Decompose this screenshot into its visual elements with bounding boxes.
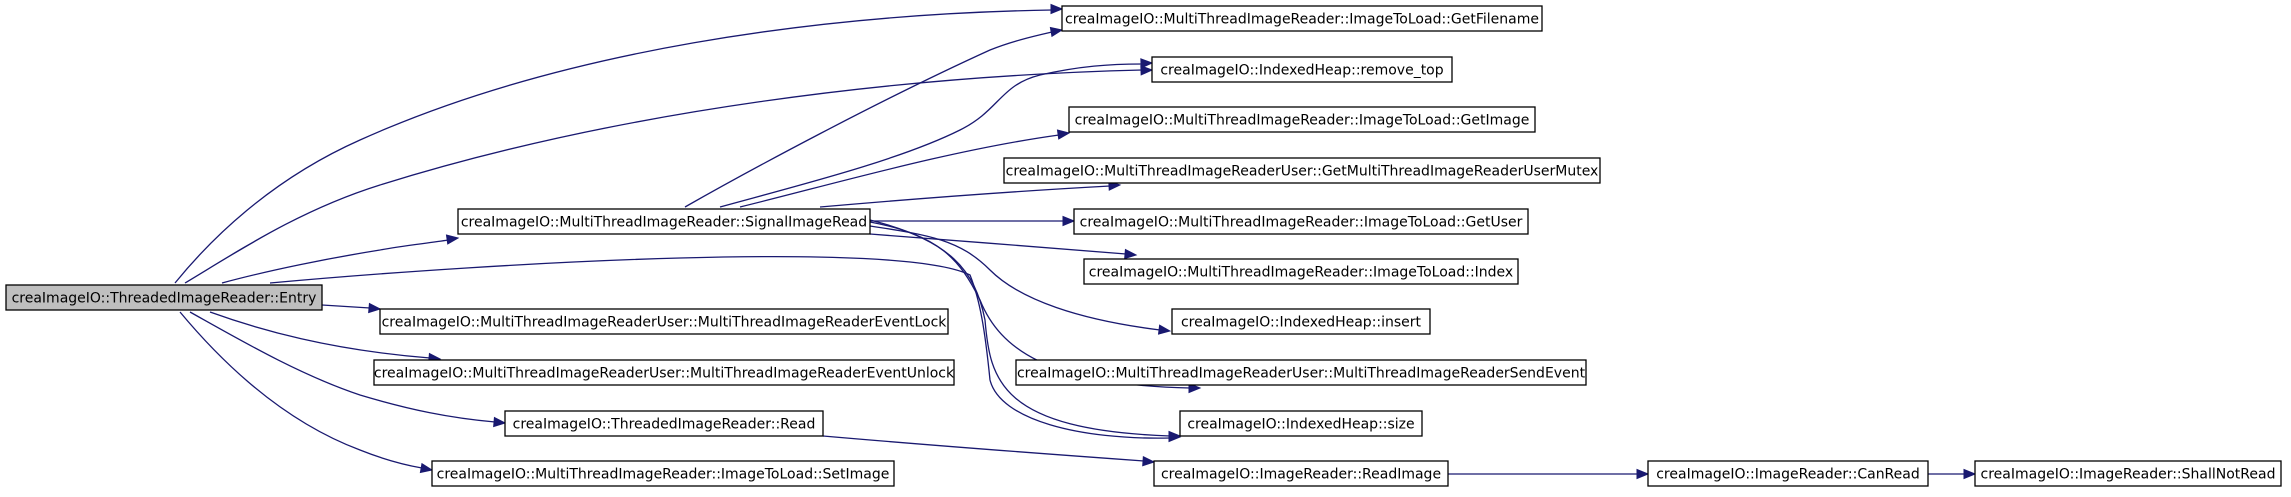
node-index[interactable]: creaImageIO::MultiThreadImageReader::Ima… <box>1083 258 1519 285</box>
edge-signal-to-insert <box>869 225 1172 335</box>
node-size-label: creaImageIO::IndexedHeap::size <box>1187 417 1414 433</box>
edge-arrowhead <box>445 234 460 245</box>
edge-line <box>189 311 496 423</box>
node-canread[interactable]: creaImageIO::ImageReader::CanRead <box>1647 460 1929 487</box>
edge-signal-to-index <box>869 233 1138 260</box>
node-getmutex-label: creaImageIO::MultiThreadImageReaderUser:… <box>1006 164 1599 180</box>
edge-arrowhead <box>368 302 382 314</box>
node-unlock[interactable]: creaImageIO::MultiThreadImageReaderUser:… <box>373 359 955 386</box>
edge-line <box>209 311 431 359</box>
node-getimage[interactable]: creaImageIO::MultiThreadImageReader::Ima… <box>1068 106 1536 133</box>
edge-arrowhead <box>1062 215 1076 227</box>
node-shallnotread-label: creaImageIO::ImageReader::ShallNotRead <box>1981 467 2276 483</box>
node-insert[interactable]: creaImageIO::IndexedHeap::insert <box>1171 308 1431 335</box>
node-readimage[interactable]: creaImageIO::ImageReader::ReadImage <box>1153 460 1449 487</box>
node-shallnotread[interactable]: creaImageIO::ImageReader::ShallNotRead <box>1974 460 2282 487</box>
edge-line <box>184 69 1143 284</box>
node-signal[interactable]: creaImageIO::MultiThreadImageReader::Sig… <box>457 208 871 235</box>
node-size[interactable]: creaImageIO::IndexedHeap::size <box>1179 410 1423 437</box>
edge-signal-to-removetop <box>719 58 1154 208</box>
node-lock-label: creaImageIO::MultiThreadImageReaderUser:… <box>382 315 948 331</box>
edge-signal-to-getfilename <box>684 26 1064 208</box>
node-getuser-label: creaImageIO::MultiThreadImageReader::Ima… <box>1080 215 1523 231</box>
edge-readimage-to-canread <box>1448 468 1650 480</box>
edge-line <box>869 233 1127 255</box>
edge-line <box>822 435 1145 462</box>
edge-arrowhead <box>493 416 507 428</box>
edge-arrowhead <box>1140 65 1154 76</box>
node-getuser[interactable]: creaImageIO::MultiThreadImageReader::Ima… <box>1073 208 1529 235</box>
edge-arrowhead <box>1140 58 1154 69</box>
node-unlock-label: creaImageIO::MultiThreadImageReaderUser:… <box>374 366 955 382</box>
node-removetop-label: creaImageIO::IndexedHeap::remove_top <box>1160 63 1443 79</box>
node-getmutex[interactable]: creaImageIO::MultiThreadImageReaderUser:… <box>1003 157 1601 184</box>
node-setimage[interactable]: creaImageIO::MultiThreadImageReader::Ima… <box>431 460 895 487</box>
node-sendevent[interactable]: creaImageIO::MultiThreadImageReaderUser:… <box>1015 359 1587 386</box>
edge-signal-to-getmutex <box>819 180 1122 208</box>
node-readimage-label: creaImageIO::ImageReader::ReadImage <box>1161 467 1441 483</box>
edge-entry-to-setimage <box>179 311 434 474</box>
nodes-layer: creaImageIO::ThreadedImageReader::Entry … <box>5 5 2282 487</box>
edge-line <box>869 225 1161 331</box>
edge-line <box>269 255 1171 439</box>
edge-line <box>179 311 423 469</box>
node-entry[interactable]: creaImageIO::ThreadedImageReader::Entry <box>5 284 323 311</box>
edge-arrowhead <box>1188 382 1202 394</box>
edge-arrowhead <box>1049 26 1064 38</box>
edge-arrowhead <box>1963 468 1977 480</box>
edge-line <box>174 9 1053 284</box>
edge-arrowhead <box>1056 129 1071 140</box>
edge-tread-to-readimage <box>822 435 1156 467</box>
edges-layer <box>174 3 1977 480</box>
edge-arrowhead <box>1168 430 1182 442</box>
node-getimage-label: creaImageIO::MultiThreadImageReader::Ima… <box>1075 113 1530 129</box>
edge-line <box>221 239 449 284</box>
edge-arrowhead <box>1157 324 1172 335</box>
edge-arrowhead <box>1142 455 1156 467</box>
node-lock[interactable]: creaImageIO::MultiThreadImageReaderUser:… <box>379 308 949 335</box>
node-getfilename-label: creaImageIO::MultiThreadImageReader::Ima… <box>1065 12 1539 28</box>
node-signal-label: creaImageIO::MultiThreadImageReader::Sig… <box>461 215 867 231</box>
node-index-label: creaImageIO::MultiThreadImageReader::Ima… <box>1089 265 1513 281</box>
edge-line <box>719 63 1143 208</box>
edge-arrowhead <box>1636 468 1650 480</box>
node-tread[interactable]: creaImageIO::ThreadedImageReader::Read <box>504 410 824 437</box>
edge-entry-to-lock <box>321 302 382 314</box>
edge-line <box>739 134 1060 208</box>
edge-canread-to-shallnotread <box>1928 468 1977 480</box>
edge-signal-to-getimage <box>739 129 1071 208</box>
node-entry-label: creaImageIO::ThreadedImageReader::Entry <box>12 291 317 307</box>
edge-signal-to-getuser <box>870 215 1076 227</box>
node-setimage-label: creaImageIO::MultiThreadImageReader::Ima… <box>437 467 890 483</box>
node-canread-label: creaImageIO::ImageReader::CanRead <box>1656 467 1920 483</box>
edge-entry-to-removetop <box>184 65 1154 284</box>
node-removetop[interactable]: creaImageIO::IndexedHeap::remove_top <box>1151 56 1453 83</box>
node-tread-label: creaImageIO::ThreadedImageReader::Read <box>513 417 816 433</box>
edge-line <box>684 31 1053 208</box>
node-sendevent-label: creaImageIO::MultiThreadImageReaderUser:… <box>1017 366 1586 382</box>
edge-line <box>819 185 1111 208</box>
edge-line <box>321 304 371 309</box>
edge-entry-to-signal <box>221 234 460 284</box>
edge-line <box>869 219 1171 437</box>
edge-arrowhead <box>419 462 434 474</box>
edge-arrowhead <box>1124 248 1138 260</box>
node-getfilename[interactable]: creaImageIO::MultiThreadImageReader::Ima… <box>1061 5 1543 32</box>
edge-signal-to-size <box>869 219 1182 442</box>
edge-arrowhead <box>1050 3 1064 15</box>
edge-entry-to-getfilename <box>174 3 1064 284</box>
edge-entry-to-tread <box>189 311 507 428</box>
node-insert-label: creaImageIO::IndexedHeap::insert <box>1181 315 1422 331</box>
